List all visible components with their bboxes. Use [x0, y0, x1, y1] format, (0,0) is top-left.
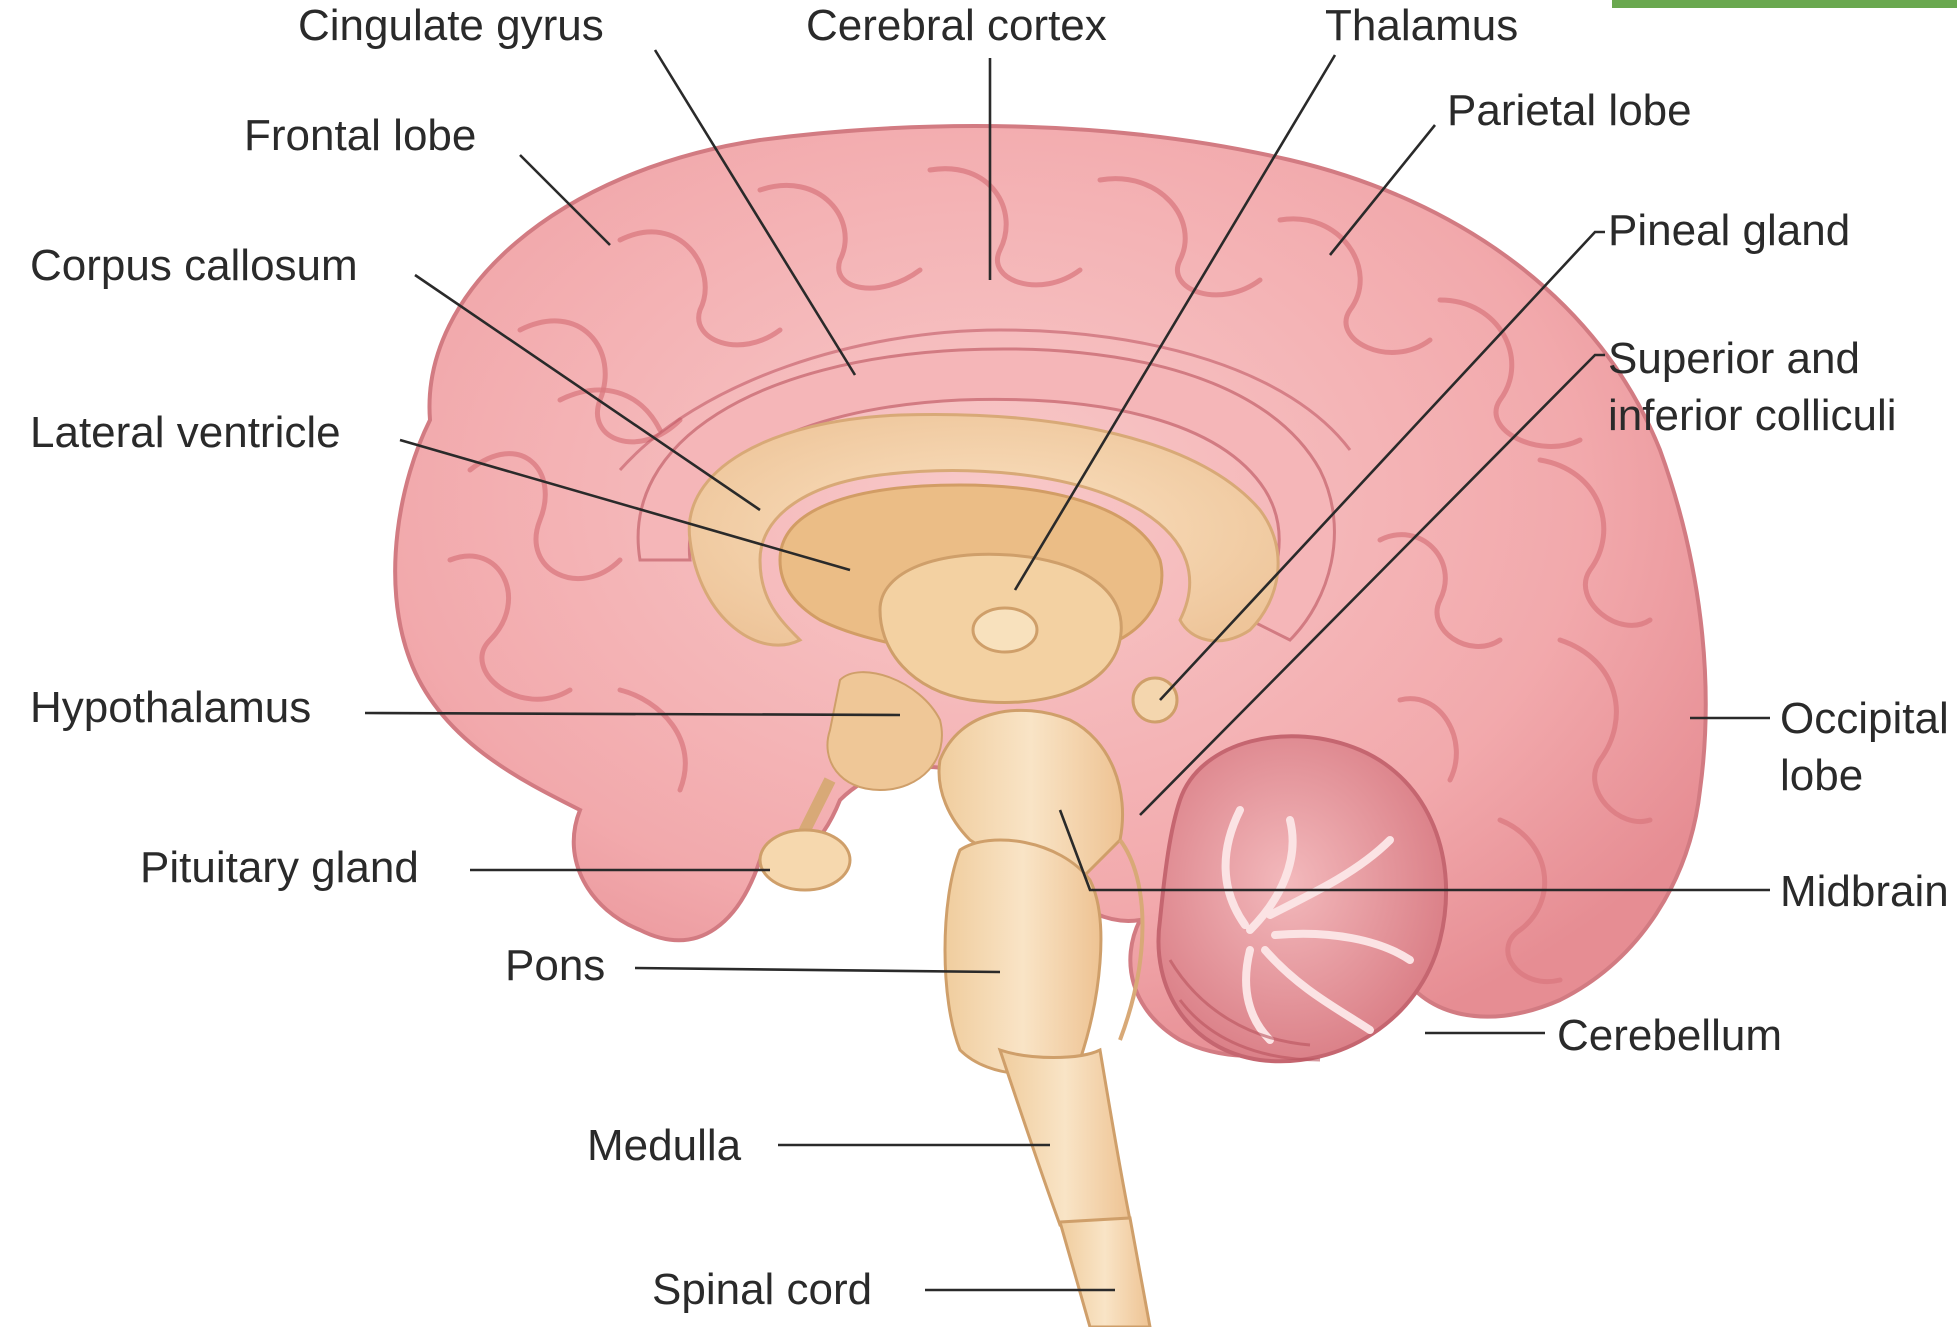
gyrus-fold [617, 229, 783, 348]
inner-structures [687, 413, 1280, 892]
leader-colliculi [1139, 353, 1605, 816]
medulla-shape [997, 1047, 1132, 1227]
label-lateral-ventricle: Lateral ventricle [30, 408, 341, 457]
arbor-vitae [1221, 806, 1414, 1044]
label-cingulate-gyrus: Cingulate gyrus [298, 1, 604, 50]
corpus-callosum-shape [687, 413, 1280, 647]
midbrain-shape [937, 708, 1125, 882]
label-cerebellum: Cerebellum [1557, 1011, 1782, 1060]
leader-thalamus [1013, 54, 1337, 591]
cingulate-sulcus [618, 328, 1352, 471]
leader-midbrain [1058, 809, 1770, 892]
leader-cingulate-gyrus [653, 49, 857, 376]
fourth-ventricle [1118, 838, 1145, 1041]
leader-frontal-lobe [519, 154, 611, 246]
gyrus-fold [1537, 457, 1653, 628]
leader-corpus-callosum [414, 273, 761, 512]
label-thalamus: Thalamus [1325, 1, 1518, 50]
labels: Cingulate gyrus Cerebral cortex Thalamus… [30, 1, 1949, 1314]
leader-parietal-lobe [1328, 124, 1437, 256]
cingulate-gyrus-shape [636, 347, 1336, 642]
leader-lines [364, 49, 1770, 1292]
label-cerebral-cortex: Cerebral cortex [806, 1, 1107, 50]
cerebellum-fold [1168, 959, 1311, 1047]
gyrus-fold [447, 553, 573, 702]
leader-pons [634, 966, 1001, 974]
interthalamic-adhesion [971, 606, 1039, 654]
label-parietal-lobe: Parietal lobe [1447, 86, 1692, 135]
corner-tab [1612, 0, 1957, 8]
label-occipital-line2: lobe [1780, 751, 1863, 800]
cerebellum [1156, 734, 1449, 1064]
label-spinal-cord: Spinal cord [652, 1265, 872, 1314]
pons-shape [943, 838, 1103, 1076]
pituitary-gland-shape [758, 828, 852, 892]
label-occipital-line1: Occipital [1780, 694, 1949, 743]
label-corpus-callosum: Corpus callosum [30, 241, 358, 290]
gyrus-fold [1437, 297, 1583, 449]
label-frontal-lobe: Frontal lobe [244, 111, 476, 160]
gyrus-fold [1097, 176, 1263, 298]
spinal-cord-shape [1058, 1216, 1152, 1327]
gyrus-fold [1557, 637, 1653, 824]
label-midbrain: Midbrain [1780, 867, 1949, 916]
label-colliculi-line2: inferior colliculi [1608, 391, 1897, 440]
gyrus-fold [617, 687, 688, 793]
pineal-gland-shape [1131, 676, 1179, 724]
gyrus-fold [927, 166, 1083, 288]
gyrus-fold [1277, 216, 1433, 355]
label-pineal-gland: Pineal gland [1608, 206, 1850, 255]
gyrus-fold [467, 451, 623, 581]
gyrus-fold [1397, 696, 1459, 783]
leader-hypothalamus [364, 711, 901, 717]
gyrus-fold [757, 182, 923, 291]
gyrus-fold [1497, 817, 1563, 984]
leader-lateral-ventricle [399, 438, 851, 572]
cerebellum-fold [1178, 999, 1321, 1062]
label-pons: Pons [505, 941, 605, 990]
label-hypothalamus: Hypothalamus [30, 683, 311, 732]
gyrus-fold [557, 387, 663, 433]
leader-pineal-gland [1159, 230, 1605, 701]
label-colliculi-line1: Superior and [1608, 334, 1860, 383]
label-medulla: Medulla [587, 1121, 742, 1170]
hypothalamus-shape [826, 671, 943, 792]
label-pituitary-gland: Pituitary gland [140, 843, 419, 892]
brainstem [937, 708, 1152, 1327]
